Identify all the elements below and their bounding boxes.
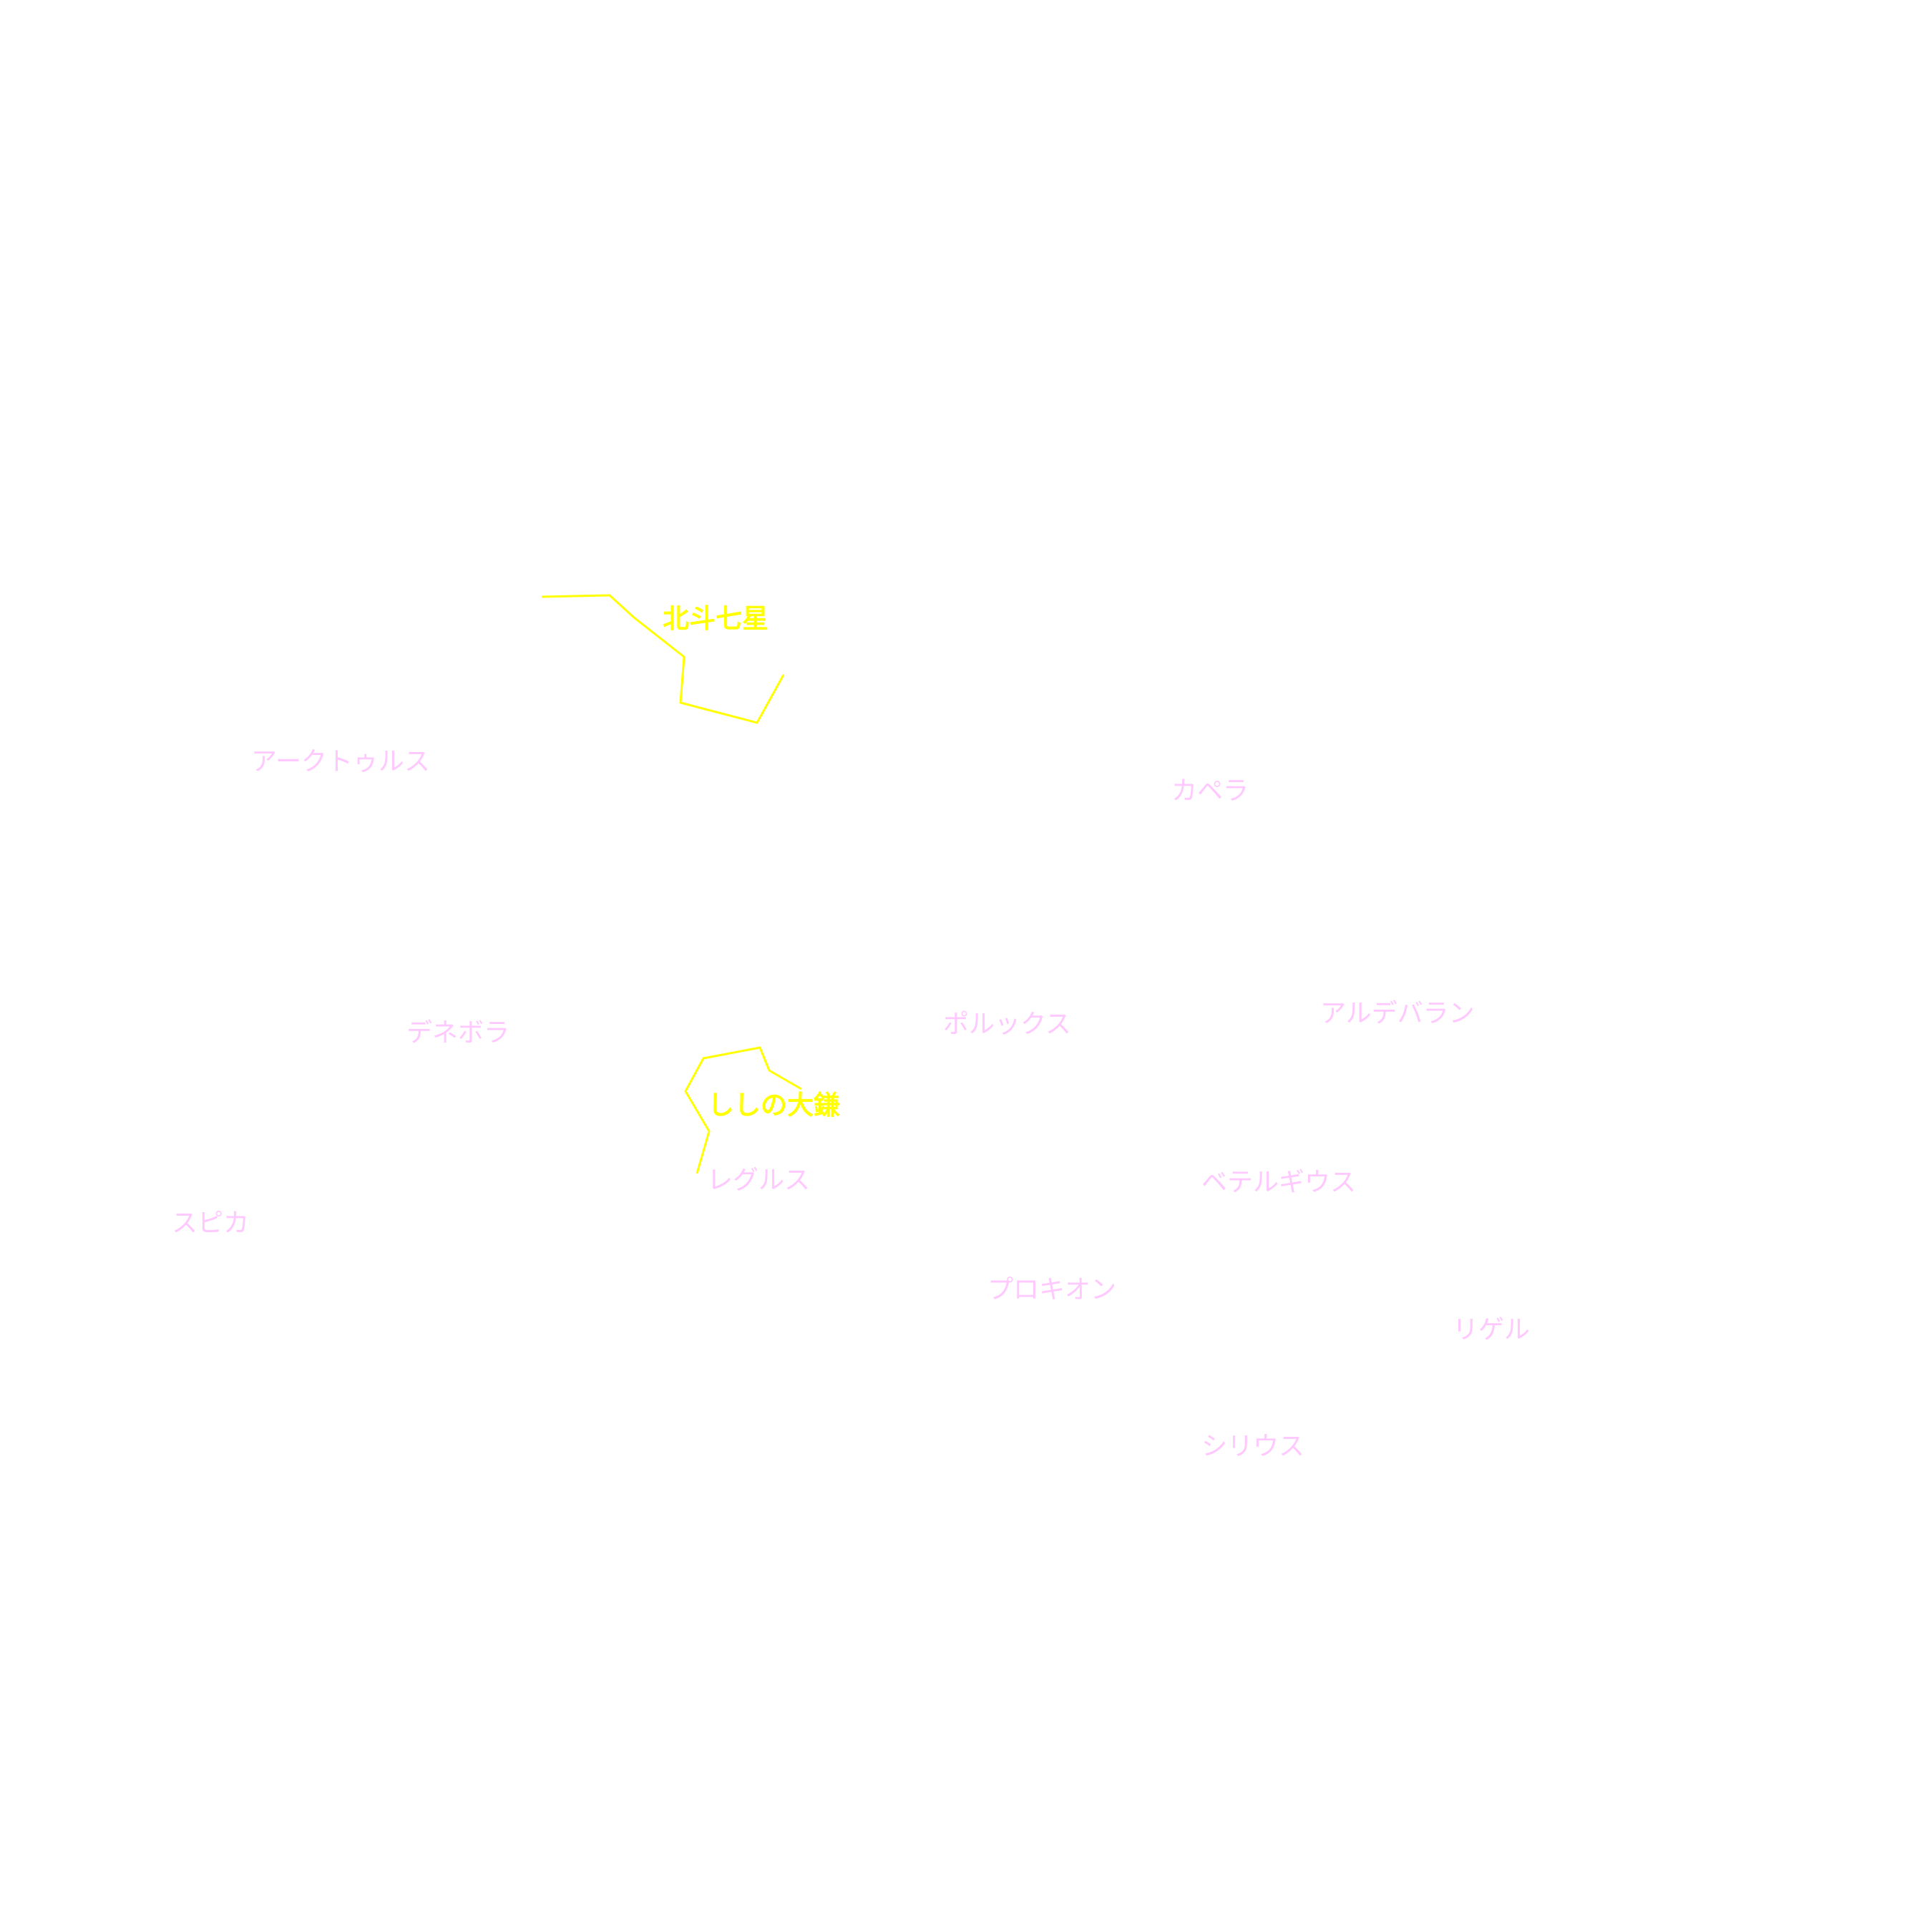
star-label-capella: カペラ: [1171, 776, 1249, 806]
star-label-denebola: デネボラ: [406, 1018, 510, 1048]
star-label-betelgeuse: ベテルギウス: [1201, 1168, 1357, 1197]
star-label-rigel: リゲル: [1453, 1315, 1531, 1345]
asterism-label-sickle-of-leo: ししの大鎌: [708, 1090, 840, 1121]
star-label-pollux: ポルックス: [943, 1010, 1071, 1039]
star-label-arcturus: アークトゥルス: [251, 747, 430, 776]
star-label-sirius: シリウス: [1201, 1432, 1305, 1461]
sickle-of-leo-line: [684, 1046, 802, 1174]
star-label-spica: スピカ: [172, 1209, 250, 1238]
star-label-regulus: レグルス: [707, 1166, 811, 1195]
big-dipper-line: [541, 594, 785, 724]
asterism-label-big-dipper: 北斗七星: [663, 603, 769, 634]
star-label-procyon: プロキオン: [987, 1275, 1117, 1304]
star-label-aldebaran: アルデバラン: [1320, 999, 1475, 1028]
